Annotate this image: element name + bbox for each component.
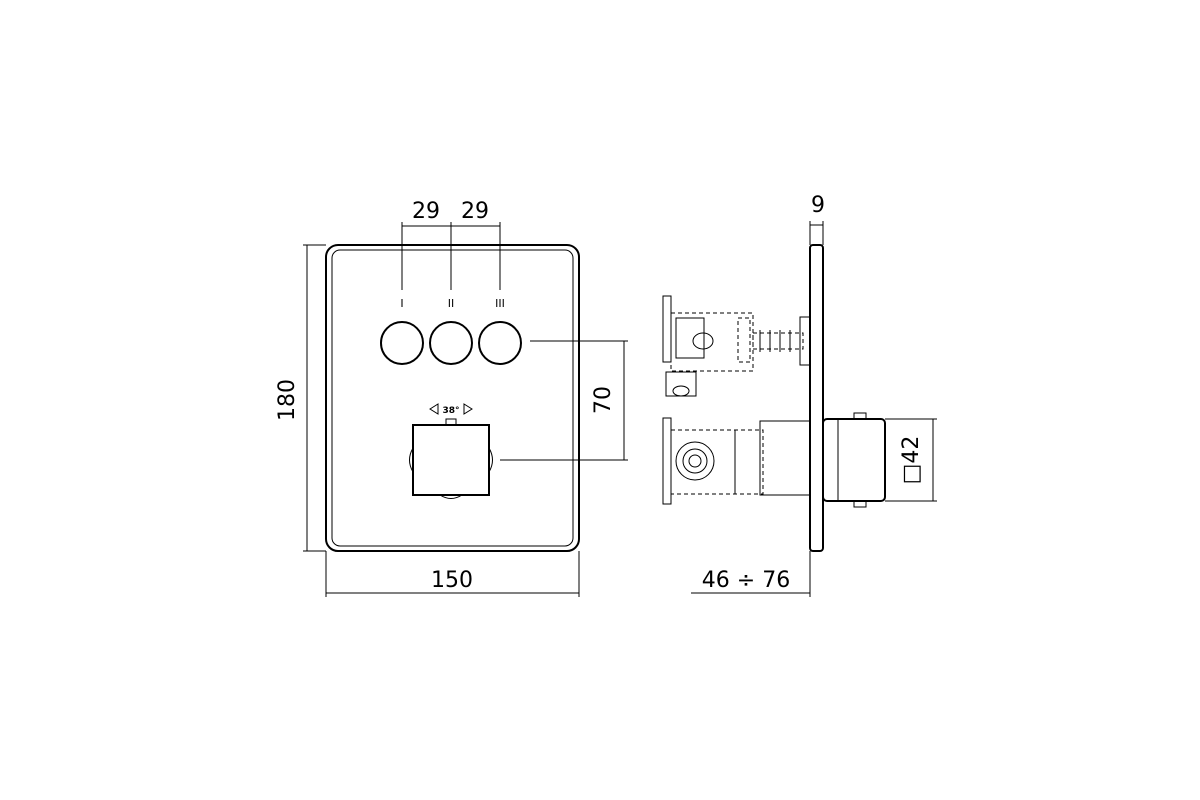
thermostat-cartridge — [662, 417, 811, 505]
dim-plate-thickness: 9 — [811, 193, 825, 218]
thermostat-knob — [412, 424, 490, 496]
dim-depth-range: 46 ÷ 76 — [702, 568, 790, 593]
button-label-I: I — [400, 297, 403, 310]
dim-spacing-2: 29 — [461, 199, 489, 224]
button-II — [429, 321, 473, 365]
knob-side — [822, 412, 886, 508]
faceplate-inner-edge — [331, 249, 574, 547]
button-label-II: II — [448, 297, 455, 310]
rotation-indicator: 38° — [429, 403, 473, 416]
rotation-label: 38° — [442, 406, 459, 416]
button-label-III: III — [495, 297, 505, 310]
dim-height: 180 — [275, 379, 300, 421]
side-plate — [809, 244, 824, 552]
dim-offset: 70 — [591, 386, 616, 414]
faceplate — [325, 244, 580, 552]
dim-knob-size: □42 — [899, 436, 924, 485]
front-view: I II III 29 29 38° 70 180 — [275, 199, 628, 597]
button-I — [380, 321, 424, 365]
diverter-body — [662, 295, 811, 397]
button-III — [478, 321, 522, 365]
side-view: 9 — [662, 193, 937, 597]
dim-width: 150 — [431, 568, 473, 593]
dim-spacing-1: 29 — [412, 199, 440, 224]
knob-indicator — [445, 418, 457, 426]
